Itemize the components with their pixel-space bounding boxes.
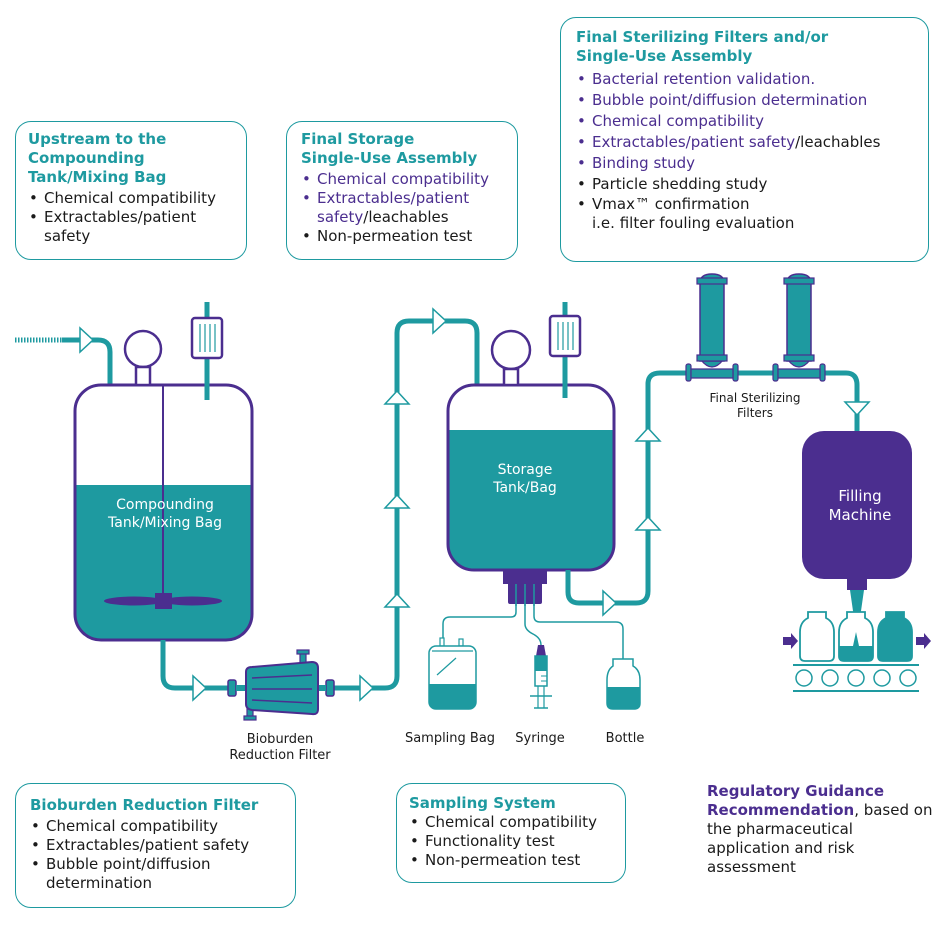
sampling-item: Chemical compatibility [409,813,613,832]
flow-arrow [432,307,448,335]
flow-arrow [383,389,411,405]
flow-arrow [602,589,618,617]
regulatory-note: Regulatory Guidance Recommendation, base… [707,782,937,877]
upstream-item: Chemical compatibility [28,189,234,208]
syringe-icon [530,645,552,709]
vent-filter-icon [548,314,582,358]
final-sterilizing-filter-icon [772,273,826,382]
final-storage-card: Final Storage Single-Use Assembly Chemic… [286,121,518,260]
final-sterilizing-item-highlight: Extractables/patient safety [592,133,796,151]
sampling-item: Non-permeation test [409,851,613,870]
flow-arrow [843,401,871,417]
sampling-card: Sampling System Chemical compatibility F… [396,783,626,883]
final-storage-item-suffix: /leachables [363,208,449,226]
flow-arrow [79,326,95,354]
bioburden-card: Bioburden Reduction Filter Chemical comp… [15,783,296,908]
sampling-bag-label: Sampling Bag [404,731,496,746]
final-sterilizing-item-continuation: i.e. filter fouling evaluation [592,214,795,232]
compounding-tank-label: Compounding Tank/Mixing Bag [108,497,222,531]
pressure-gauge-icon [123,329,163,369]
final-sterilizing-card: Final Sterilizing Filters and/or Single-… [560,17,929,262]
final-sterilizing-item: Extractables/patient safety/leachables [576,132,913,153]
bioburden-item: Bubble point/diffusion determination [30,855,281,893]
final-filters-label: Final Sterilizing Filters [709,391,801,420]
filling-machine [802,431,912,632]
bottle-label: Bottle [605,731,645,746]
final-storage-item: Non-permeation test [301,227,503,246]
vial-empty-icon [799,611,835,662]
filling-machine-label: Filling Machine [828,487,892,524]
regulatory-note-heading: Regulatory Guidance Recommendation [707,782,885,819]
final-sterilizing-item: Vmax™ confirmation [576,195,913,214]
flow-arrow [634,515,662,531]
final-sterilizing-filter-icon [685,273,739,382]
bioburden-item: Extractables/patient safety [30,836,281,855]
regulatory-note-body: , based on the pharmaceutical applicatio… [707,801,933,876]
final-storage-item-highlight: Extractables/patient safety [317,189,470,226]
upstream-card: Upstream to the Compounding Tank/Mixing … [15,121,247,260]
final-storage-item: Extractables/patient safety/leachables [301,189,503,227]
final-sterilizing-item: Bacterial retention validation. [576,69,913,90]
storage-tank-label: Storage Tank/Bag [493,462,557,496]
final-sterilizing-card-title: Final Sterilizing Filters and/or Single-… [576,28,829,65]
inlet-line [15,326,113,425]
flow-arrow [634,426,662,442]
sampling-card-title: Sampling System [409,794,556,812]
final-sterilizing-item-suffix: /leachables [795,133,881,151]
final-sterilizing-item: Bubble point/diffusion determination [576,90,913,111]
arrow-right-icon [783,633,798,649]
vial-full-icon [877,611,913,662]
compounding-tank [73,302,254,642]
syringe-label: Syringe [515,731,565,746]
pressure-gauge-icon [490,329,532,371]
sampling-bag-icon [428,637,477,710]
final-sterilizing-item: Particle shedding study [576,174,913,195]
vial-filling-icon [838,611,874,662]
vent-filter-icon [190,316,224,360]
final-storage-card-title: Final Storage Single-Use Assembly [301,130,478,167]
upstream-item: Extractables/patient safety [28,208,234,246]
bioburden-filter-icon [227,649,335,721]
conveyor-icon [793,664,919,692]
bottle-icon [606,658,641,710]
storage-tank [446,302,616,606]
bioburden-card-title: Bioburden Reduction Filter [30,796,259,814]
flow-arrow [359,674,375,702]
flow-arrow [192,674,208,702]
final-sterilizing-item: Chemical compatibility [576,111,913,132]
flow-arrow [383,493,411,509]
bioburden-filter-label: Bioburden Reduction Filter [229,732,331,763]
final-storage-item: Chemical compatibility [301,170,503,189]
arrow-right-icon [916,633,931,649]
sampling-item: Functionality test [409,832,613,851]
upstream-card-title: Upstream to the Compounding Tank/Mixing … [28,130,167,186]
bioburden-item: Chemical compatibility [30,817,281,836]
flow-arrow [383,592,411,608]
sampling-manifold [503,570,547,584]
final-sterilizing-item: Binding study [576,153,913,174]
impeller-icon [104,596,164,606]
